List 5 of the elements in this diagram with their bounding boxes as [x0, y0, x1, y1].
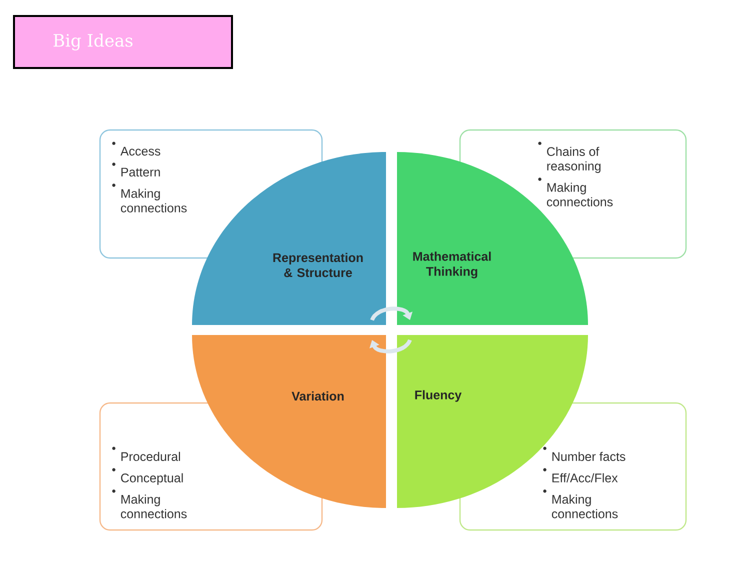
quadrant-sector: Variation [192, 335, 386, 508]
title-box: Big Ideas [13, 15, 233, 69]
quadrant-sector: Representation & Structure [192, 152, 386, 325]
cycle-arrow [370, 306, 413, 321]
cycle-arrow [369, 339, 412, 354]
